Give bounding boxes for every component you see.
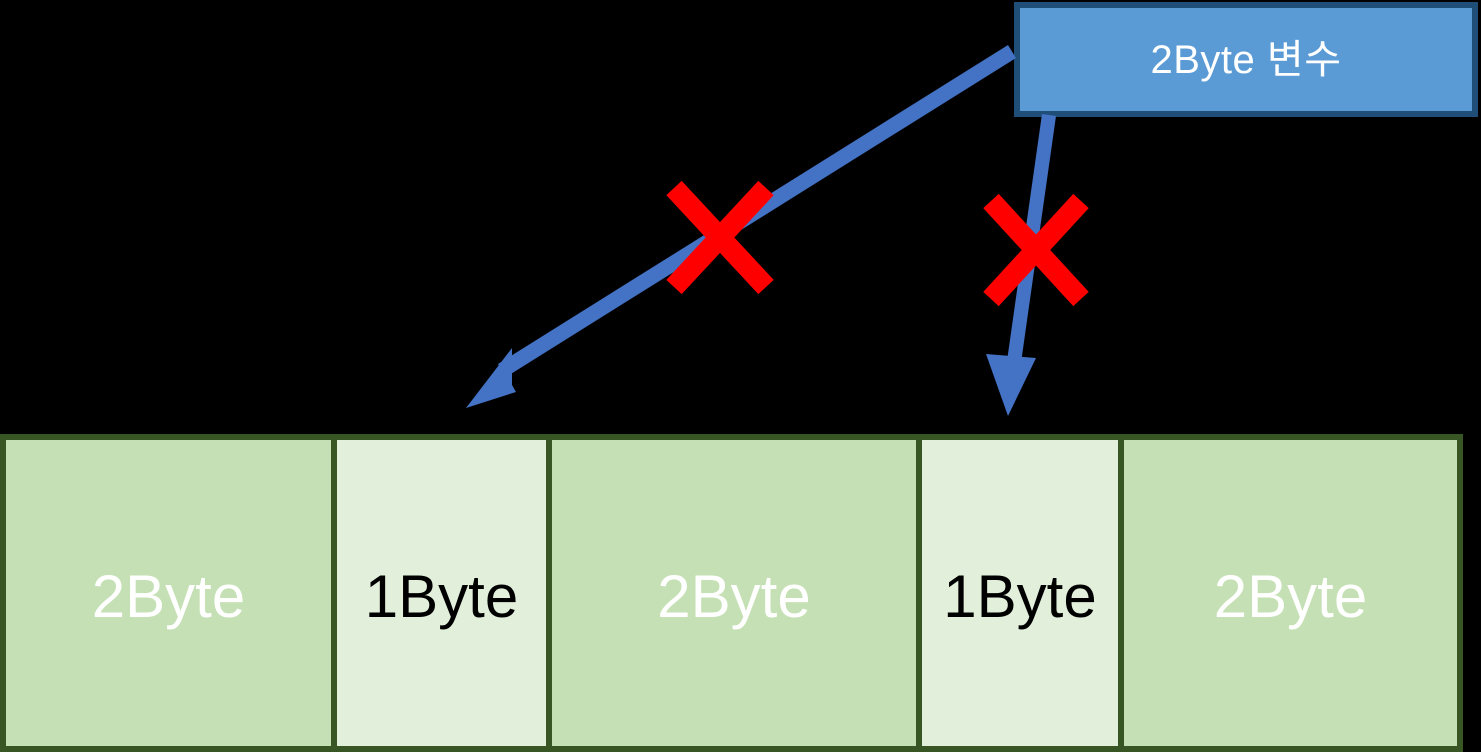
variable-box: 2Byte 변수 xyxy=(1014,2,1478,117)
memory-cell-0[interactable]: 2Byte xyxy=(0,434,337,752)
memory-strip: 2Byte 1Byte 2Byte 1Byte 2Byte xyxy=(0,434,1481,752)
memory-cell-1[interactable]: 1Byte xyxy=(331,434,552,752)
memory-cell-label: 1Byte xyxy=(364,563,519,630)
x-mark-left xyxy=(666,180,774,295)
diagonal-arrow xyxy=(466,45,1016,408)
variable-box-label: 2Byte 변수 xyxy=(1150,37,1342,82)
memory-cell-label: 2Byte xyxy=(1213,563,1368,630)
x-mark-right xyxy=(983,193,1089,307)
memory-cell-4[interactable]: 2Byte xyxy=(1118,434,1463,752)
memory-cell-2[interactable]: 2Byte xyxy=(546,434,922,752)
vertical-arrow xyxy=(986,114,1056,416)
memory-cell-label: 2Byte xyxy=(91,563,246,630)
memory-cell-label: 2Byte xyxy=(657,563,811,630)
memory-cell-label: 1Byte xyxy=(943,563,1097,630)
memory-cell-3[interactable]: 1Byte xyxy=(916,434,1124,752)
